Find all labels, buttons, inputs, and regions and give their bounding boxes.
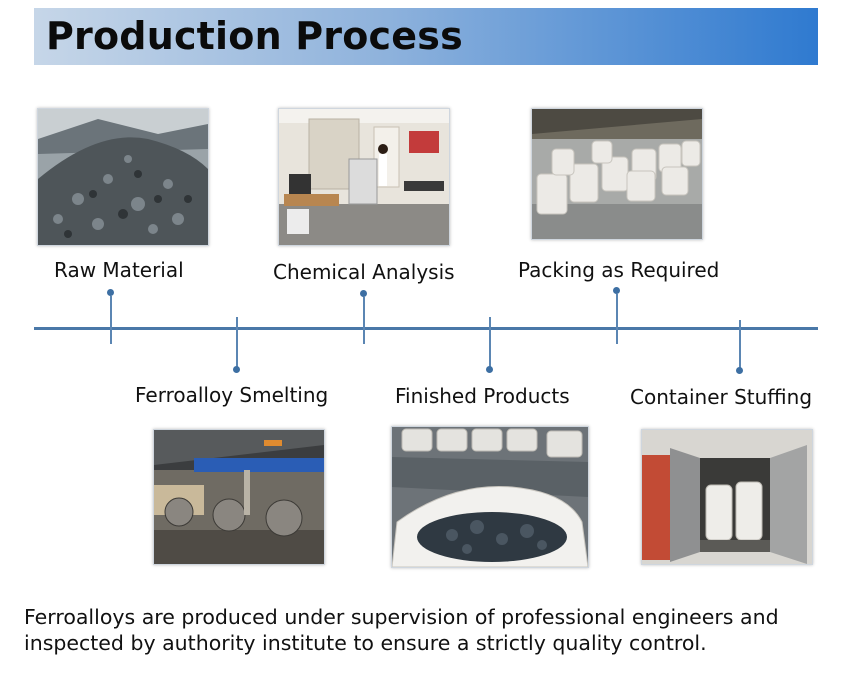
container-stuffing-photo: [641, 429, 813, 565]
timeline-tick-packing: [616, 294, 618, 344]
page-title: Production Process: [46, 14, 463, 58]
smelting-photo: [153, 429, 325, 565]
footer-line-1: Ferroalloys are produced under supervisi…: [24, 605, 779, 629]
step-label-chemical-analysis: Chemical Analysis: [273, 260, 455, 284]
step-label-smelting: Ferroalloy Smelting: [135, 383, 329, 407]
footer-description: Ferroalloys are produced under supervisi…: [24, 604, 834, 656]
step-label-raw-material: Raw Material: [54, 258, 184, 282]
chemical-analysis-photo: [278, 108, 450, 246]
timeline-dot-chemical-analysis: [360, 290, 367, 297]
timeline-dot-packing: [613, 287, 620, 294]
timeline-tick-container-stuffing: [739, 320, 741, 368]
header-banner: Production Process: [34, 8, 818, 65]
timeline-dot-finished-products: [486, 366, 493, 373]
timeline-tick-chemical-analysis: [363, 297, 365, 344]
timeline-axis: [34, 327, 818, 330]
timeline-tick-finished-products: [489, 317, 491, 367]
timeline-tick-smelting: [236, 317, 238, 367]
finished-products-photo: [391, 426, 589, 568]
timeline-dot-container-stuffing: [736, 367, 743, 374]
packing-photo: [531, 108, 703, 240]
footer-line-2: inspected by authority institute to ensu…: [24, 631, 707, 655]
raw-material-photo: [37, 108, 209, 246]
step-label-container-stuffing: Container Stuffing: [630, 385, 813, 409]
step-label-packing: Packing as Required: [518, 258, 720, 282]
timeline-dot-raw-material: [107, 289, 114, 296]
timeline-dot-smelting: [233, 366, 240, 373]
timeline-tick-raw-material: [110, 296, 112, 344]
step-label-finished-products: Finished Products: [395, 384, 570, 408]
